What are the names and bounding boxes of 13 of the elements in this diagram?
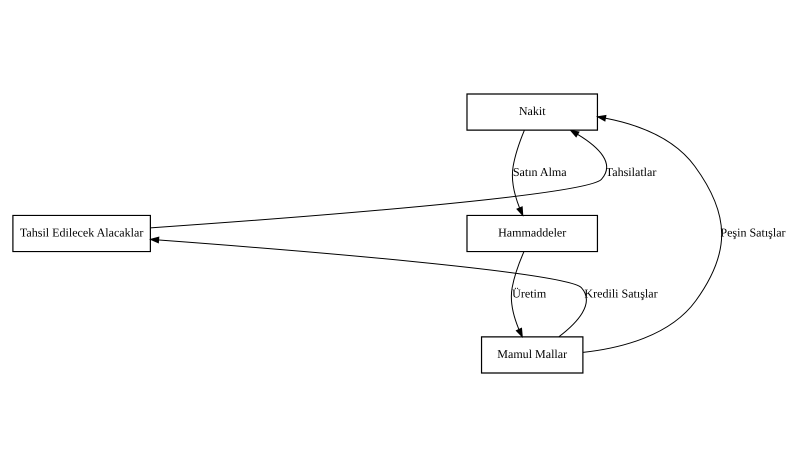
edge-label: Satın Alma: [512, 164, 567, 178]
arrow: [583, 114, 722, 352]
arrow: [512, 130, 525, 216]
arrow: [149, 236, 587, 337]
edge-label: Tahsilatlar: [606, 164, 656, 178]
arrow: [150, 129, 607, 228]
edge-label: Kredili Satışlar: [584, 286, 658, 300]
edge-label: Üretim: [512, 286, 546, 300]
node-box: Mamul Mallar: [480, 336, 584, 374]
node-box: Nakit: [466, 92, 598, 130]
node-box: Hammaddeler: [466, 214, 598, 252]
arrow: [510, 251, 524, 338]
node-box: Tahsil Edilecek Alacaklar: [12, 214, 151, 252]
